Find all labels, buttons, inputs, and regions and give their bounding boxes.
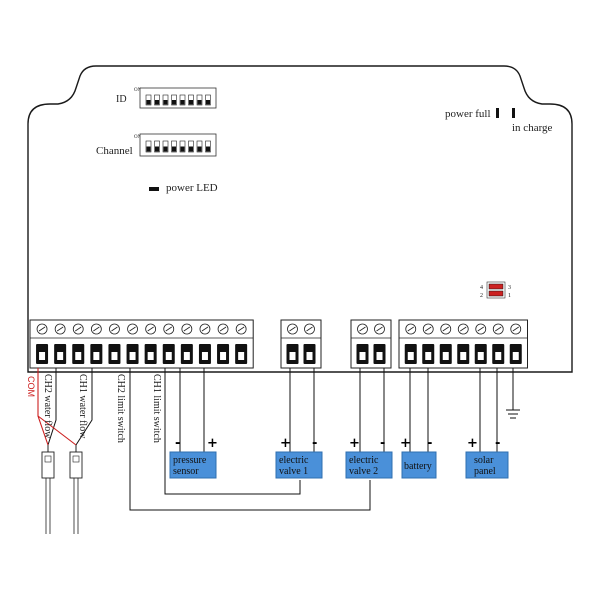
com-label: COM	[26, 376, 36, 397]
power-full-label: power full	[445, 108, 491, 120]
solar-plus: +	[467, 436, 478, 451]
terminal-screw[interactable]	[356, 323, 369, 364]
jumper-num-3: 3	[508, 285, 511, 291]
dip-on-label-2: ON	[134, 135, 142, 140]
dip-lever[interactable]	[179, 94, 186, 106]
device-label-3a: electric	[349, 455, 379, 466]
terminal-screw[interactable]	[198, 323, 211, 364]
jumper-num-2: 2	[480, 293, 483, 299]
terminal-screw[interactable]	[439, 323, 452, 364]
device-label-2b: valve 1	[279, 466, 308, 477]
terminal-screw[interactable]	[492, 323, 505, 364]
id-dip-switch[interactable]	[139, 87, 217, 109]
terminal-screw[interactable]	[90, 323, 103, 364]
terminal-screw[interactable]	[108, 323, 121, 364]
terminal-screw[interactable]	[54, 323, 67, 364]
device-label-4: battery	[404, 461, 432, 472]
dip-lever[interactable]	[162, 140, 169, 153]
terminal-screw[interactable]	[509, 323, 522, 364]
terminal-screw[interactable]	[457, 323, 470, 364]
solar-panel-box: solar panel	[465, 451, 509, 479]
dip-lever[interactable]	[154, 140, 160, 153]
terminal-screw[interactable]	[126, 323, 139, 364]
ch1-water-flow-label: CH1 water flow	[77, 374, 88, 439]
terminal-screw[interactable]	[286, 323, 299, 364]
electric-valve-2-box: electric valve 2	[345, 451, 393, 479]
valve1-minus: -	[312, 436, 317, 451]
in-charge-label: in charge	[512, 122, 553, 134]
battery-minus: -	[427, 436, 432, 451]
jumper-num-1: 1	[508, 293, 511, 299]
terminal-screw[interactable]	[144, 323, 157, 364]
ch2-water-flow-label: CH2 water flow	[42, 374, 53, 439]
jumper-block[interactable]	[486, 281, 506, 299]
device-label-5b: panel	[474, 466, 496, 477]
com-wire	[37, 368, 77, 446]
dip-lever[interactable]	[171, 140, 177, 153]
dip-lever[interactable]	[162, 94, 169, 106]
valve1-plus: +	[280, 436, 291, 451]
dip-lever[interactable]	[205, 140, 211, 153]
dip-lever[interactable]	[205, 94, 211, 106]
pressure-minus: -	[175, 436, 180, 451]
terminal-screw[interactable]	[404, 323, 417, 364]
power-full-led-icon	[496, 108, 499, 118]
terminal-screw[interactable]	[180, 323, 193, 364]
device-label-1b: sensor	[173, 466, 199, 477]
in-charge-led-icon	[512, 108, 515, 118]
battery-box: battery	[401, 451, 437, 479]
valve2-minus: -	[380, 436, 385, 451]
terminal-block-power	[398, 319, 528, 369]
terminal-screw[interactable]	[422, 323, 435, 364]
dip-lever[interactable]	[179, 140, 186, 153]
terminal-block-main	[29, 319, 254, 369]
solar-minus: -	[495, 436, 500, 451]
terminal-screw[interactable]	[162, 323, 175, 364]
terminal-screw[interactable]	[474, 323, 487, 364]
terminal-screw[interactable]	[72, 323, 85, 364]
terminal-screw[interactable]	[217, 323, 230, 364]
ch2-limit-switch-label: CH2 limit switch	[115, 374, 126, 443]
electric-valve-1-box: electric valve 1	[275, 451, 323, 479]
terminal-screw[interactable]	[373, 323, 386, 364]
flow-sensor-1	[41, 445, 55, 534]
device-label-2a: electric	[279, 455, 309, 466]
jumper-num-4: 4	[480, 285, 483, 291]
device-label-3b: valve 2	[349, 466, 378, 477]
dip-lever[interactable]	[196, 140, 203, 153]
terminal-screw[interactable]	[235, 323, 248, 364]
pressure-sensor-box: pressure sensor	[169, 451, 217, 479]
terminal-screw[interactable]	[303, 323, 316, 364]
dip-lever[interactable]	[188, 140, 194, 153]
ch1-limit-switch-label: CH1 limit switch	[151, 374, 162, 443]
dip-lever[interactable]	[145, 140, 152, 153]
pressure-plus: +	[207, 436, 218, 451]
power-led-icon	[149, 187, 159, 191]
device-label-5a: solar	[474, 455, 494, 466]
channel-label: Channel	[96, 145, 133, 157]
dip-lever[interactable]	[188, 94, 194, 106]
flow-sensor-2	[69, 445, 83, 534]
terminal-block-valve2	[350, 319, 392, 369]
wires	[47, 368, 520, 511]
battery-plus: +	[400, 436, 411, 451]
terminal-screw[interactable]	[36, 323, 49, 364]
dip-lever[interactable]	[154, 94, 160, 106]
device-label-1a: pressure	[173, 455, 207, 466]
dip-on-label: ON	[134, 88, 142, 93]
dip-lever[interactable]	[145, 94, 152, 106]
terminal-block-valve1	[280, 319, 322, 369]
dip-lever[interactable]	[196, 94, 203, 106]
power-led-label: power LED	[166, 182, 218, 194]
valve2-plus: +	[349, 436, 360, 451]
dip-lever[interactable]	[171, 94, 177, 106]
id-label: ID	[116, 94, 127, 105]
channel-dip-switch[interactable]	[139, 133, 217, 157]
